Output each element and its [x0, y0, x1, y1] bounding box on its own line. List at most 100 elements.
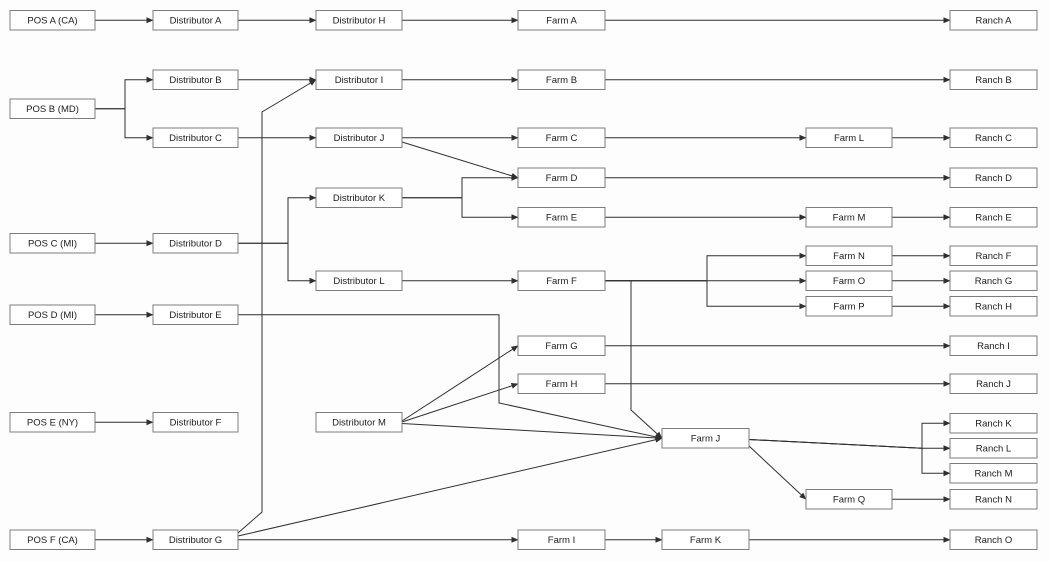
edge-farm-f-to-farm-p — [605, 280, 807, 310]
node-farm-k-box — [661, 529, 750, 550]
node-dist-h: Distributor H — [315, 10, 403, 31]
node-farm-f-box — [517, 270, 606, 291]
node-dist-i: Distributor I — [315, 69, 403, 90]
node-farm-j-label: Farm J — [691, 434, 721, 445]
node-pos-b-box — [9, 98, 96, 119]
node-pos-e-label: POS E (NY) — [27, 418, 78, 429]
node-dist-j-label: Distributor J — [334, 133, 385, 144]
node-farm-a: Farm A — [517, 10, 606, 31]
node-ranch-a-box — [949, 10, 1038, 31]
node-dist-k-label: Distributor K — [333, 193, 386, 204]
node-dist-m: Distributor M — [315, 412, 403, 433]
node-dist-l: Distributor L — [315, 270, 403, 291]
node-farm-a-box — [517, 10, 606, 31]
node-pos-a-label: POS A (CA) — [27, 16, 77, 27]
node-farm-d: Farm D — [517, 167, 606, 188]
node-dist-e-box — [152, 304, 239, 325]
node-dist-d-label: Distributor D — [169, 239, 222, 250]
node-farm-d-label: Farm D — [546, 173, 578, 184]
node-pos-d-label: POS D (MI) — [28, 310, 77, 321]
node-ranch-b: Ranch B — [949, 69, 1038, 90]
node-ranch-o: Ranch O — [949, 529, 1038, 550]
node-ranch-l: Ranch L — [949, 438, 1038, 459]
node-farm-n-label: Farm N — [833, 251, 865, 262]
node-ranch-g-label: Ranch G — [975, 276, 1013, 287]
node-farm-e: Farm E — [517, 207, 606, 228]
node-dist-c-box — [152, 127, 239, 148]
node-farm-p-box — [805, 296, 893, 317]
node-dist-i-label: Distributor I — [335, 75, 384, 86]
node-farm-l-box — [805, 127, 893, 148]
node-ranch-l-label: Ranch L — [976, 444, 1011, 455]
node-farm-i-box — [517, 529, 606, 550]
node-dist-c-label: Distributor C — [169, 133, 222, 144]
node-dist-b-label: Distributor B — [169, 75, 221, 86]
node-pos-e-box — [9, 412, 96, 433]
node-dist-g: Distributor G — [152, 529, 239, 550]
node-farm-k: Farm K — [661, 529, 750, 550]
edge-farm-f-to-farm-j — [605, 280, 663, 439]
node-farm-o-box — [805, 270, 893, 291]
node-farm-d-box — [517, 167, 606, 188]
edge-dist-g-to-dist-i — [237, 79, 317, 534]
node-dist-e-label: Distributor E — [169, 310, 221, 321]
node-pos-c-box — [9, 233, 96, 254]
node-dist-f-box — [152, 412, 239, 433]
node-ranch-i-label: Ranch I — [977, 341, 1010, 352]
node-dist-a-box — [152, 10, 239, 31]
edge-farm-j-to-farm-q — [748, 445, 807, 500]
node-ranch-e-box — [949, 207, 1038, 228]
node-dist-k-box — [315, 187, 403, 208]
node-ranch-o-label: Ranch O — [975, 535, 1013, 546]
node-farm-e-label: Farm E — [546, 213, 577, 224]
node-farm-i-label: Farm I — [548, 535, 575, 546]
node-farm-g-box — [517, 335, 606, 356]
node-ranch-i: Ranch I — [949, 335, 1038, 356]
node-ranch-f: Ranch F — [949, 245, 1038, 266]
node-ranch-l-box — [949, 438, 1038, 459]
node-ranch-f-label: Ranch F — [976, 251, 1012, 262]
node-ranch-h: Ranch H — [949, 296, 1038, 317]
node-ranch-j-box — [949, 373, 1038, 394]
node-ranch-d-box — [949, 167, 1038, 188]
edge-pos-b-to-dist-b — [95, 76, 154, 110]
node-ranch-o-box — [949, 529, 1038, 550]
node-farm-c-label: Farm C — [546, 133, 578, 144]
edge-dist-k-to-farm-e — [402, 197, 519, 221]
node-dist-l-label: Distributor L — [333, 276, 384, 287]
node-ranch-c-label: Ranch C — [975, 133, 1012, 144]
edge-pos-b-to-dist-c — [95, 108, 154, 141]
node-farm-i: Farm I — [517, 529, 606, 550]
node-dist-d-box — [152, 233, 239, 254]
edge-dist-m-to-farm-h — [401, 382, 519, 423]
node-pos-f-label: POS F (CA) — [27, 535, 78, 546]
node-dist-m-box — [315, 412, 403, 433]
node-farm-o-label: Farm O — [833, 276, 865, 287]
node-ranch-g: Ranch G — [949, 270, 1038, 291]
node-pos-f-box — [9, 529, 96, 550]
node-dist-l-box — [315, 270, 403, 291]
node-dist-e: Distributor E — [152, 304, 239, 325]
node-farm-o: Farm O — [805, 270, 893, 291]
node-ranch-b-box — [949, 69, 1038, 90]
edge-dist-m-to-farm-g — [401, 345, 519, 422]
node-pos-a: POS A (CA) — [9, 10, 96, 31]
node-dist-i-box — [315, 69, 403, 90]
node-dist-f: Distributor F — [152, 412, 239, 433]
node-farm-l-label: Farm L — [834, 133, 864, 144]
node-ranch-k-box — [949, 413, 1038, 434]
node-farm-l: Farm L — [805, 127, 893, 148]
node-farm-m: Farm M — [805, 207, 893, 228]
node-pos-b: POS B (MD) — [9, 98, 96, 119]
node-ranch-k: Ranch K — [949, 413, 1038, 434]
node-ranch-h-box — [949, 296, 1038, 317]
node-ranch-a-label: Ranch A — [976, 16, 1013, 27]
node-dist-k: Distributor K — [315, 187, 403, 208]
node-dist-m-label: Distributor M — [332, 418, 386, 429]
node-ranch-c: Ranch C — [949, 127, 1038, 148]
edge-dist-m-to-farm-j — [401, 423, 663, 441]
node-dist-h-label: Distributor H — [333, 16, 386, 27]
node-farm-g-label: Farm G — [545, 341, 577, 352]
